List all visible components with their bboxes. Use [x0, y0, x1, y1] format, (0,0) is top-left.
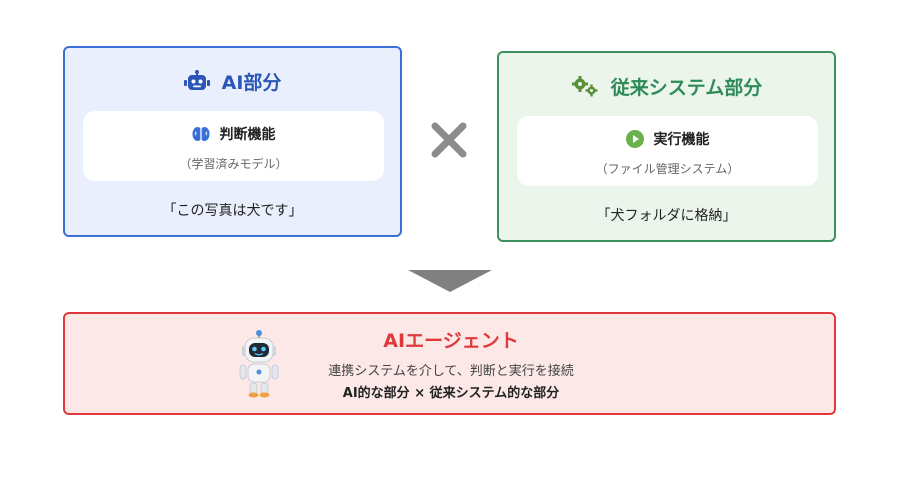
judgment-card-title: 判断機能 — [219, 127, 276, 143]
ai-part-title: AI部分 — [221, 71, 282, 94]
system-part-example: 「犬フォルダに格納」 — [596, 208, 737, 224]
execution-card-subtitle: （ファイル管理システム） — [595, 162, 740, 176]
ai-part-box: AI部分 判断機能 （学習済みモデル） 「この写真は犬です」 — [63, 46, 402, 237]
system-part-header: 従来システム部分 — [499, 71, 834, 101]
arrow-down-icon — [408, 270, 492, 292]
ai-part-example: 「この写真は犬です」 — [162, 203, 303, 219]
multiply-icon — [431, 122, 467, 158]
brain-icon — [192, 127, 209, 141]
system-part-box: 従来システム部分 実行機能 （ファイル管理システム） 「犬フォルダに格納」 — [497, 51, 836, 242]
execution-card-title: 実行機能 — [653, 132, 710, 148]
judgment-card: 判断機能 （学習済みモデル） — [83, 111, 384, 181]
gears-icon — [571, 76, 598, 97]
robot-mascot-icon — [239, 330, 279, 398]
system-part-title: 従来システム部分 — [610, 76, 763, 99]
ai-part-header: AI部分 — [65, 66, 400, 96]
robot-icon — [183, 70, 210, 90]
ai-agent-title: AIエージェント — [383, 330, 519, 352]
play-icon — [625, 130, 644, 148]
ai-agent-description: 連携システムを介して、判断と実行を接続 — [328, 364, 574, 379]
ai-agent-box: AIエージェント 連携システムを介して、判断と実行を接続 AI的な部分 × 従来… — [63, 312, 836, 415]
ai-agent-formula: AI的な部分 × 従来システム的な部分 — [342, 386, 560, 401]
execution-card: 実行機能 （ファイル管理システム） — [517, 116, 818, 186]
judgment-card-subtitle: （学習済みモデル） — [179, 157, 288, 171]
